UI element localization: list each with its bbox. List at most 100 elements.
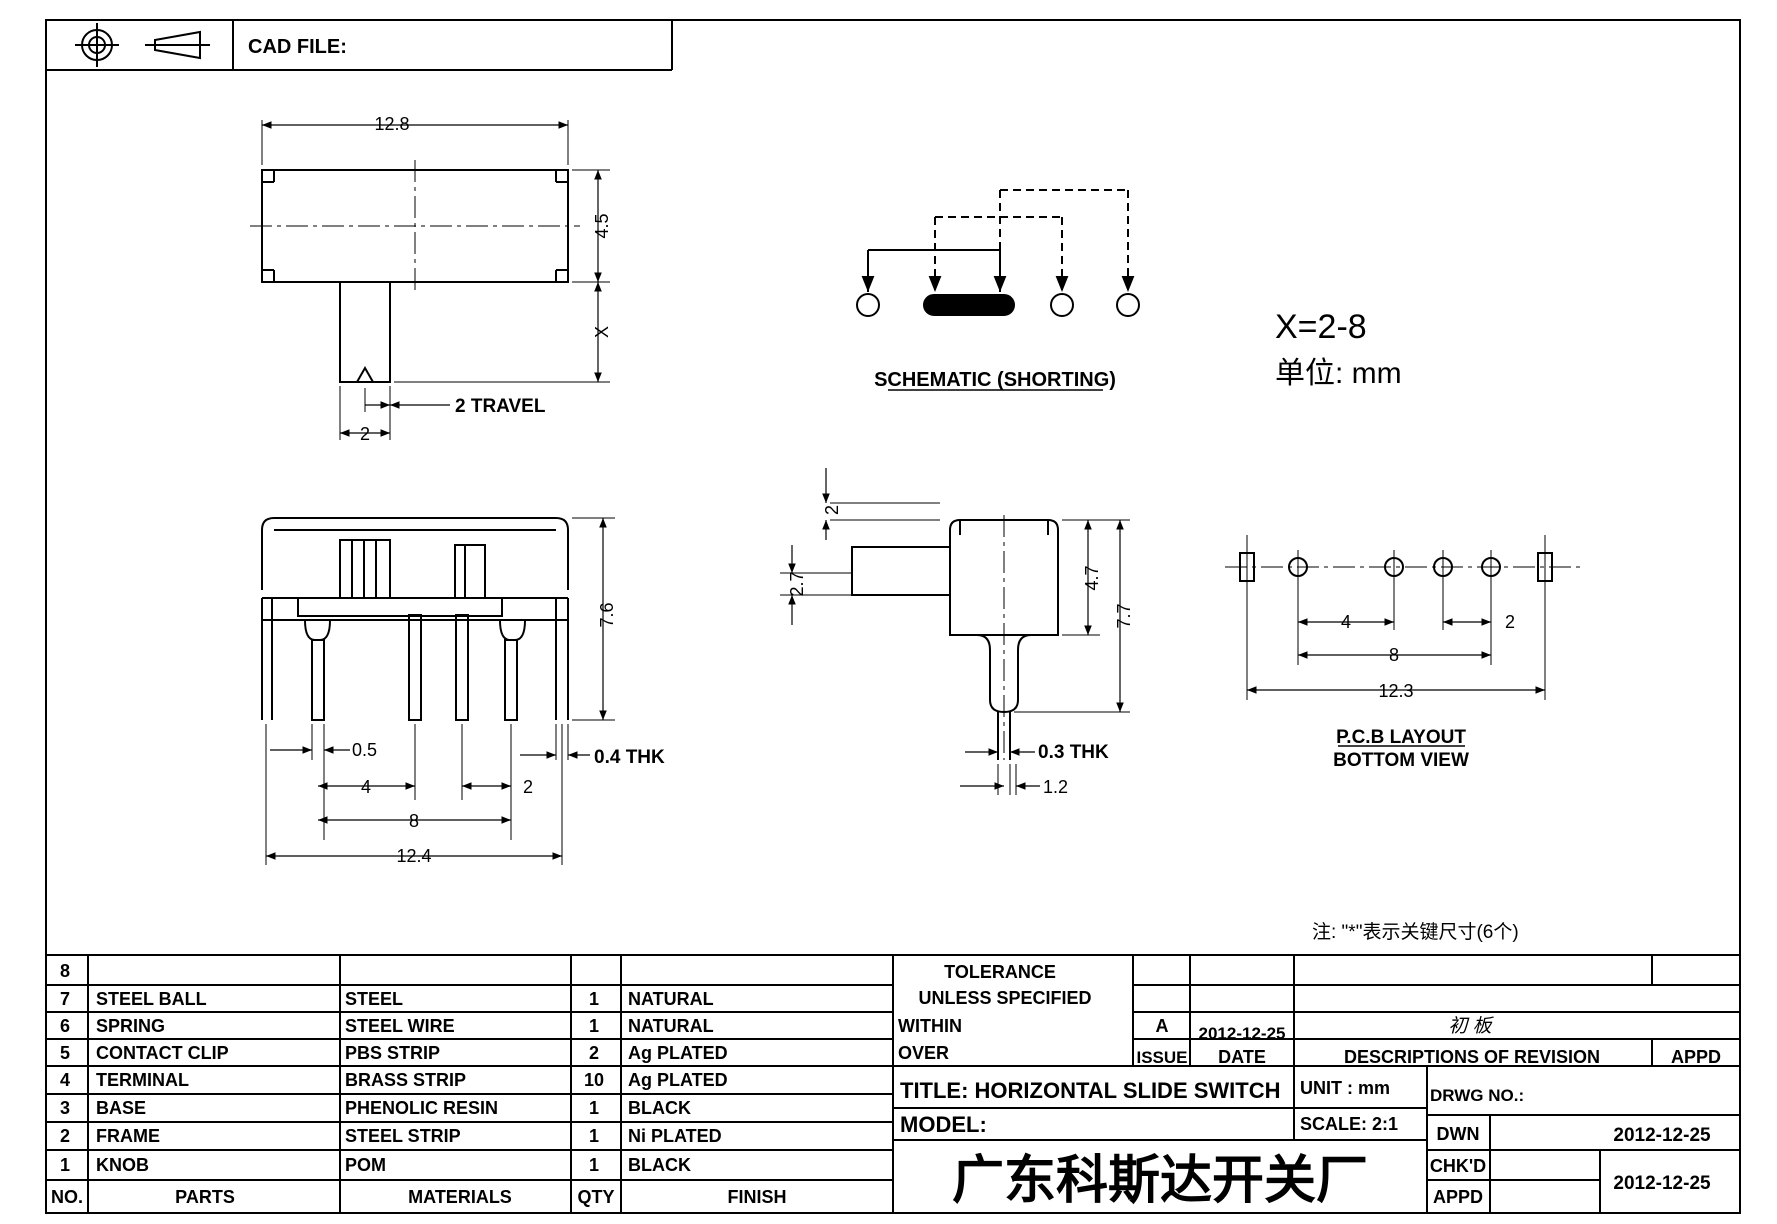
bom-fin-1: BLACK xyxy=(628,1155,691,1175)
bom-qty-2: 1 xyxy=(589,1126,599,1146)
x-range-note: X=2-8 xyxy=(1275,308,1367,346)
top-view-drawing xyxy=(250,120,610,440)
bom-part-6: SPRING xyxy=(96,1016,165,1036)
bom-mat-4: BRASS STRIP xyxy=(345,1070,466,1090)
pcb-caption-layout: P.C.B LAYOUT xyxy=(1336,727,1466,748)
bom-fin-6: NATURAL xyxy=(628,1016,714,1036)
bom-fin-7: NATURAL xyxy=(628,989,714,1009)
chk-date: 2012-12-25 xyxy=(1613,1173,1711,1194)
key-dimension-note: 注: "*"表示关键尺寸(6个) xyxy=(1312,921,1519,943)
bom-part-2: FRAME xyxy=(96,1126,160,1146)
dwn-label: DWN xyxy=(1437,1124,1480,1144)
title-block-grid xyxy=(893,955,1740,1213)
bom-header-parts: PARTS xyxy=(175,1187,235,1207)
appd-label-2: APPD xyxy=(1433,1187,1483,1207)
bom-no-1: 1 xyxy=(60,1155,70,1175)
bom-part-4: TERMINAL xyxy=(96,1070,189,1090)
dim-side-7-7: 7.7 xyxy=(1114,603,1134,628)
bom-no-3: 3 xyxy=(60,1098,70,1118)
cad-file-label: CAD FILE: xyxy=(248,36,347,58)
dim-front-pitch2: 2 xyxy=(523,777,533,797)
bom-header-finish: FINISH xyxy=(727,1187,786,1207)
bom-mat-3: PHENOLIC RESIN xyxy=(345,1098,498,1118)
bom-mat-6: STEEL WIRE xyxy=(345,1016,455,1036)
dim-front-pitch4: 4 xyxy=(361,777,371,797)
dim-top-width: 12.8 xyxy=(374,114,409,134)
header-block xyxy=(46,20,673,71)
dim-top-height: 4.5 xyxy=(592,213,612,238)
bom-mat-1: POM xyxy=(345,1155,386,1175)
side-view-drawing xyxy=(780,468,1130,795)
bom-part-3: BASE xyxy=(96,1098,146,1118)
bom-no-4: 4 xyxy=(60,1070,70,1090)
bom-no-7: 7 xyxy=(60,989,70,1009)
unit-label: UNIT : mm xyxy=(1300,1078,1390,1098)
bom-no-5: 5 xyxy=(60,1043,70,1063)
unless-specified-label: UNLESS SPECIFIED xyxy=(918,988,1091,1008)
dim-side-4-7: 4.7 xyxy=(1082,565,1102,590)
drawing-title: TITLE: HORIZONTAL SLIDE SWITCH xyxy=(900,1078,1281,1103)
dim-front-height: 7.6 xyxy=(597,602,617,627)
dim-front-span8: 8 xyxy=(409,811,419,831)
company-name: 广东科斯达开关厂 xyxy=(952,1152,1368,1210)
bom-fin-4: Ag PLATED xyxy=(628,1070,728,1090)
dim-pcb-4: 4 xyxy=(1341,612,1351,632)
descriptions-label: DESCRIPTIONS OF REVISION xyxy=(1344,1047,1600,1067)
tolerance-label: TOLERANCE xyxy=(944,962,1056,982)
dwn-date: 2012-12-25 xyxy=(1613,1125,1711,1146)
bom-qty-6: 1 xyxy=(589,1016,599,1036)
bom-no-6: 6 xyxy=(60,1016,70,1036)
bom-qty-3: 1 xyxy=(589,1098,599,1118)
drawing-number-label: DRWG NO.: xyxy=(1430,1086,1524,1105)
date-label: DATE xyxy=(1218,1047,1266,1067)
projection-symbol-icon xyxy=(75,23,210,67)
dim-side-2: 2 xyxy=(822,505,842,515)
bom-qty-1: 1 xyxy=(589,1155,599,1175)
schematic-caption: SCHEMATIC (SHORTING) xyxy=(874,369,1116,391)
bom-no-2: 2 xyxy=(60,1126,70,1146)
bom-header-materials: MATERIALS xyxy=(408,1187,512,1207)
dim-top-travel: 2 TRAVEL xyxy=(455,396,546,417)
dim-pcb-8: 8 xyxy=(1389,645,1399,665)
bom-part-1: KNOB xyxy=(96,1155,149,1175)
date-value: 2012-12-25 xyxy=(1199,1024,1286,1043)
bom-qty-7: 1 xyxy=(589,989,599,1009)
dim-side-thk: 0.3 THK xyxy=(1038,742,1109,763)
bom-no-8: 8 xyxy=(60,961,70,981)
issue-label: ISSUE xyxy=(1136,1048,1187,1067)
dim-top-knob: 2 xyxy=(360,424,370,444)
over-label: OVER xyxy=(898,1043,949,1063)
dim-pcb-12-3: 12.3 xyxy=(1378,681,1413,701)
dim-side-1-2: 1.2 xyxy=(1043,777,1068,797)
bom-fin-3: BLACK xyxy=(628,1098,691,1118)
dim-top-x: X xyxy=(592,326,612,338)
bom-fin-2: Ni PLATED xyxy=(628,1126,722,1146)
revision-value: 初 板 xyxy=(1448,1016,1494,1037)
bom-table-grid xyxy=(46,954,1740,1213)
dim-pcb-2: 2 xyxy=(1505,612,1515,632)
bom-mat-5: PBS STRIP xyxy=(345,1043,440,1063)
bom-qty-5: 2 xyxy=(589,1043,599,1063)
scale-label: SCALE: 2:1 xyxy=(1300,1114,1398,1134)
chkd-label: CHK'D xyxy=(1430,1156,1486,1176)
within-label: WITHIN xyxy=(898,1016,962,1036)
bom-header-qty: QTY xyxy=(577,1187,614,1207)
issue-value: A xyxy=(1156,1016,1169,1036)
schematic-drawing xyxy=(856,189,1140,391)
model-label: MODEL: xyxy=(900,1112,987,1137)
dim-front-width: 12.4 xyxy=(396,846,431,866)
bom-header-no: NO. xyxy=(51,1187,83,1207)
bom-qty-4: 10 xyxy=(584,1070,604,1090)
unit-note: 单位: mm xyxy=(1275,357,1402,390)
dim-side-2-7: 2.7 xyxy=(787,571,807,596)
pcb-caption-bottom: BOTTOM VIEW xyxy=(1333,750,1469,771)
bom-fin-5: Ag PLATED xyxy=(628,1043,728,1063)
bom-mat-2: STEEL STRIP xyxy=(345,1126,461,1146)
dim-front-thk: 0.4 THK xyxy=(594,747,665,768)
bom-part-5: CONTACT CLIP xyxy=(96,1043,229,1063)
front-view-drawing xyxy=(261,517,615,865)
bom-mat-7: STEEL xyxy=(345,989,403,1009)
pcb-layout-drawing xyxy=(1225,535,1580,747)
dim-front-pin: 0.5 xyxy=(352,740,377,760)
